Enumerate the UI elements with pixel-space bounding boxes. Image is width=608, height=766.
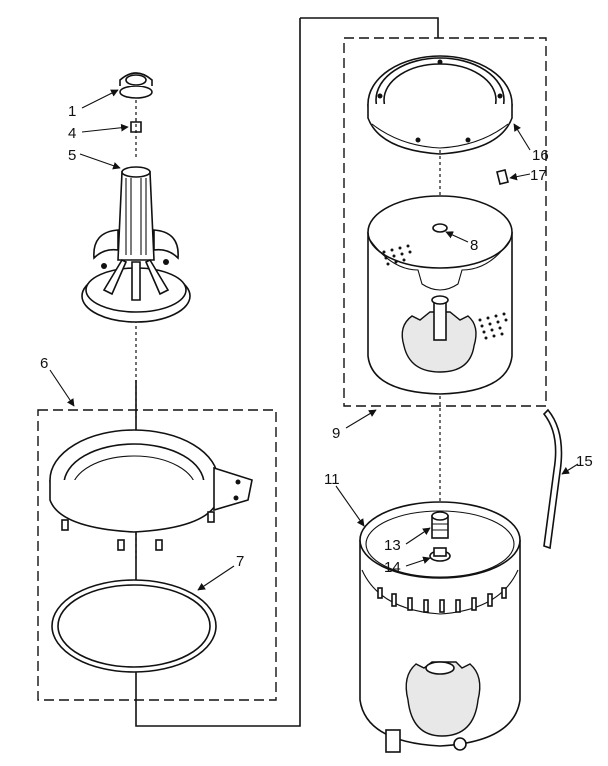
leader-6 <box>49 369 75 407</box>
callout-13: 13 <box>384 537 401 554</box>
callout-16: 16 <box>532 147 549 164</box>
outer-tub <box>359 501 521 753</box>
leader-17 <box>509 172 531 181</box>
leader-4 <box>81 123 129 133</box>
tub-seal <box>429 547 451 562</box>
leader-8 <box>445 231 469 243</box>
leader-1 <box>81 89 119 109</box>
leader-13 <box>405 527 431 545</box>
callout-11: 11 <box>324 471 340 488</box>
basket-perforations <box>382 244 508 340</box>
callout-1: 1 <box>68 103 76 120</box>
agitator <box>81 166 191 323</box>
drain-hose <box>542 408 563 550</box>
callout-8: 8 <box>470 237 478 254</box>
callout-4: 4 <box>68 125 76 142</box>
callout-7: 7 <box>236 553 244 570</box>
drive-hub <box>431 511 449 539</box>
leader-11 <box>335 485 365 527</box>
callout-17: 17 <box>530 167 547 184</box>
spin-basket <box>367 195 513 395</box>
cam-assembly-box <box>37 409 277 701</box>
callout-15: 15 <box>576 453 593 470</box>
leader-7 <box>197 565 235 591</box>
seal-ring <box>51 579 217 673</box>
agitator-bolt <box>130 100 142 160</box>
callout-5: 5 <box>68 147 76 164</box>
callout-14: 14 <box>384 559 401 576</box>
leader-9 <box>345 409 377 429</box>
leader-14 <box>405 556 431 567</box>
agitator-cap <box>119 72 153 99</box>
leader-5 <box>79 153 121 170</box>
balance-ring <box>367 55 513 155</box>
tub-vent-slots <box>377 587 507 613</box>
leader-15 <box>561 463 579 475</box>
ring-clip <box>496 169 509 185</box>
callout-9: 9 <box>332 425 340 442</box>
leader-16 <box>513 123 531 151</box>
cam-ring-assembly <box>49 429 253 551</box>
callout-6: 6 <box>40 355 48 372</box>
